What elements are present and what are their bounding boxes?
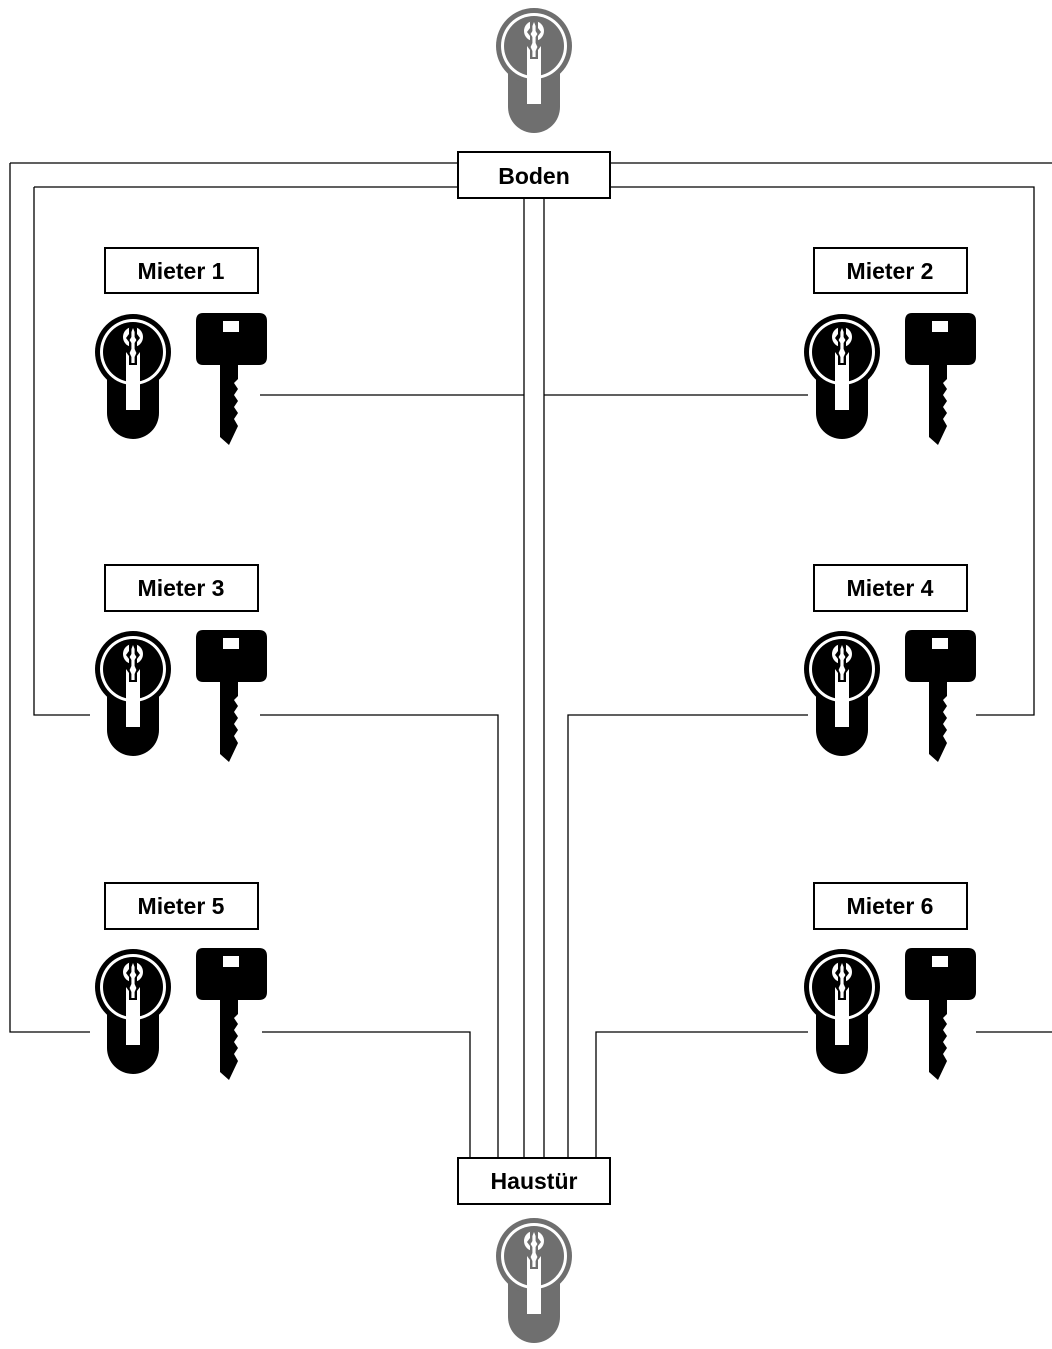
- key-icon: [196, 948, 267, 1080]
- common-door-label: Boden: [498, 163, 570, 189]
- label-box: [457, 151, 611, 199]
- common-door-boden: Boden: [457, 8, 611, 199]
- key-icon: [196, 630, 267, 762]
- label-box: [104, 247, 259, 294]
- common-door-label: Haustür: [491, 1168, 578, 1194]
- tenant-label: Mieter 6: [847, 893, 934, 919]
- tenant-label: Mieter 2: [847, 258, 934, 284]
- tenant-label: Mieter 4: [847, 575, 934, 601]
- label-box: [104, 564, 259, 612]
- tenant-mieter-4: Mieter 4: [804, 564, 976, 762]
- lock-cylinder-icon: [496, 1218, 572, 1343]
- lock-cylinder-icon: [496, 8, 572, 133]
- key-icon: [905, 948, 976, 1080]
- tenant-mieter-6: Mieter 6: [804, 882, 976, 1080]
- label-box: [813, 247, 968, 294]
- tenant-mieter-2: Mieter 2: [804, 247, 976, 445]
- label-box: [813, 564, 968, 612]
- lock-cylinder-icon: [804, 949, 880, 1074]
- lock-cylinder-icon: [804, 314, 880, 439]
- lock-cylinder-icon: [95, 631, 171, 756]
- key-icon: [905, 313, 976, 445]
- tenant-label: Mieter 1: [138, 258, 225, 284]
- common-door-haustuer: Haustür: [457, 1157, 611, 1343]
- tenant-label: Mieter 3: [138, 575, 225, 601]
- key-icon: [905, 630, 976, 762]
- tenant-mieter-3: Mieter 3: [95, 564, 267, 762]
- lock-cylinder-icon: [95, 314, 171, 439]
- lock-cylinder-icon: [95, 949, 171, 1074]
- label-box: [457, 1157, 611, 1205]
- tenant-mieter-5: Mieter 5: [95, 882, 267, 1080]
- lock-cylinder-icon: [804, 631, 880, 756]
- connection-lines: [9, 162, 1052, 1158]
- label-box: [104, 882, 259, 930]
- label-box: [813, 882, 968, 930]
- tenant-mieter-1: Mieter 1: [95, 247, 267, 445]
- key-icon: [196, 313, 267, 445]
- tenant-label: Mieter 5: [138, 893, 225, 919]
